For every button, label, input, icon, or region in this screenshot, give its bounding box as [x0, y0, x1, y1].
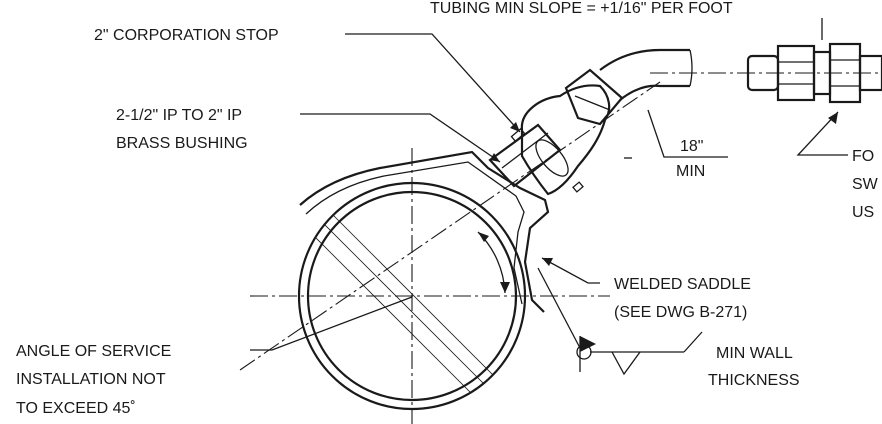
bushing-label-line1: 2-1/2" IP TO 2" IP: [116, 107, 242, 124]
compression-fitting: [746, 42, 882, 104]
slope-note: TUBING MIN SLOPE = +1/16" PER FOOT: [430, 0, 733, 17]
angle-leader: [250, 296, 413, 351]
min-length-value: 18": [680, 138, 703, 155]
service-tubing: [599, 48, 693, 101]
welded-saddle: [299, 150, 550, 313]
bushing-label-line2: BRASS BUSHING: [116, 135, 248, 152]
fo-label-line1: FO: [852, 148, 874, 165]
fo-leader: [796, 111, 848, 156]
fo-label-line2: SW: [852, 176, 879, 193]
angle-label-line3: TO EXCEED 45˚: [16, 400, 136, 417]
bushing-leader: [300, 113, 501, 163]
main-pipe: [297, 181, 527, 411]
min-length-leader: [647, 109, 728, 158]
min-length-unit: MIN: [676, 163, 705, 180]
weld-symbol: [537, 267, 703, 376]
angle-label-line2: INSTALLATION NOT: [16, 371, 166, 388]
corporation-stop: [510, 68, 624, 196]
saddle-leader: [541, 257, 600, 284]
service-centerline: [239, 81, 661, 371]
angle-label-line1: ANGLE OF SERVICE: [16, 343, 171, 360]
corp-stop-label: 2" CORPORATION STOP: [94, 27, 279, 44]
saddle-label-line1: WELDED SADDLE: [614, 276, 751, 293]
corp-stop-leader: [345, 33, 521, 133]
saddle-label-line2: (SEE DWG B-271): [614, 304, 747, 321]
wall-label-line2: THICKNESS: [708, 372, 800, 389]
fo-label-line3: US: [852, 204, 874, 221]
wall-label-line1: MIN WALL: [716, 345, 793, 362]
